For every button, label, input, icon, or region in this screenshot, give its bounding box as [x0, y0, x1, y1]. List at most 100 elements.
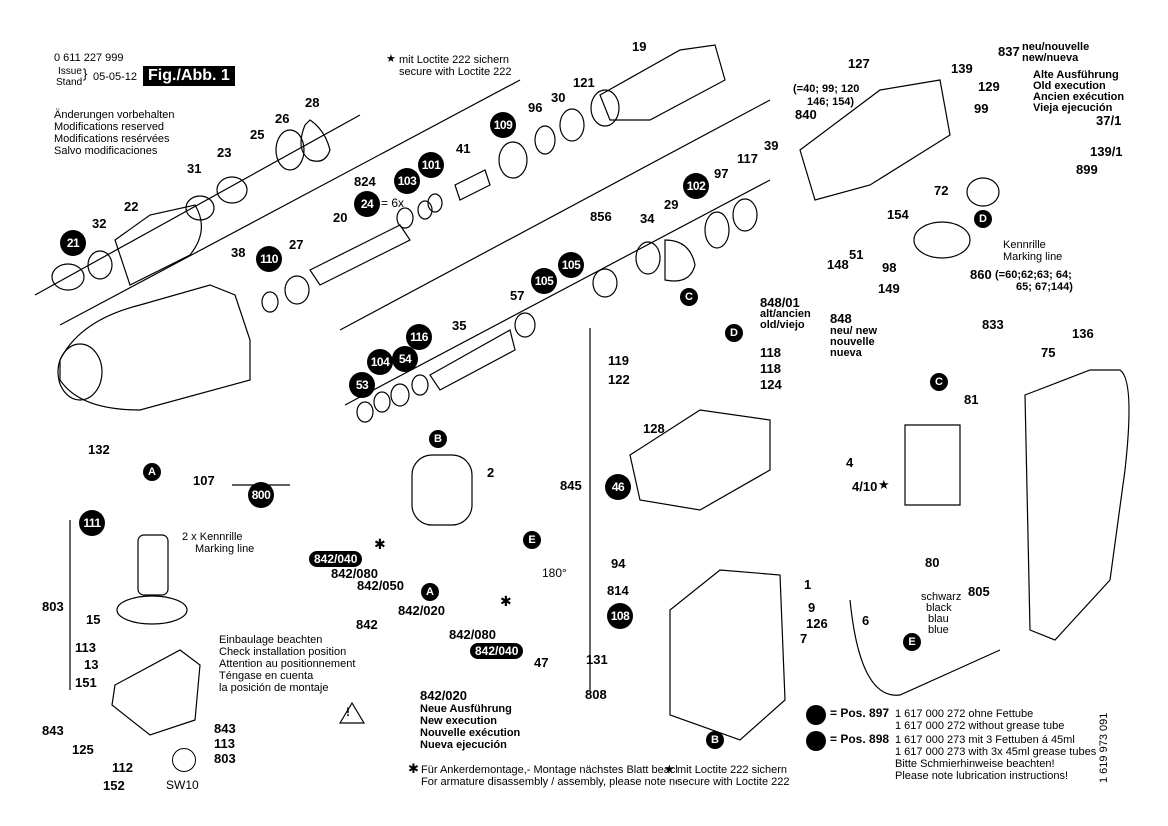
part-label-94[interactable]: 94 [611, 556, 626, 571]
part-label-9[interactable]: 9 [808, 600, 816, 615]
part-label-25[interactable]: 25 [250, 127, 265, 142]
part-label-121[interactable]: 121 [573, 75, 595, 90]
part-label-808[interactable]: 808 [585, 687, 607, 702]
part-label-57[interactable]: 57 [510, 288, 525, 303]
part-label-39[interactable]: 39 [764, 138, 779, 153]
part-label-19[interactable]: 19 [632, 39, 647, 54]
part-label-119[interactable]: 119 [608, 353, 629, 368]
part-label-154[interactable]: 154 [887, 207, 909, 222]
part-label-32[interactable]: 32 [92, 216, 107, 231]
part-label-842-050[interactable]: 842/050 [357, 578, 404, 593]
part-label-132[interactable]: 132 [88, 442, 110, 457]
part-label-814[interactable]: 814 [607, 583, 629, 598]
part-label-27[interactable]: 27 [289, 237, 304, 252]
part-label-34[interactable]: 34 [640, 211, 655, 226]
part-label-96[interactable]: 96 [528, 100, 543, 115]
part-label-98[interactable]: 98 [882, 260, 897, 275]
part-badge-53[interactable]: 53 [349, 372, 375, 398]
part-label-842[interactable]: 842 [356, 617, 378, 632]
part-label-15[interactable]: 15 [86, 612, 101, 627]
part-label-842-080-a[interactable]: 842/080 [331, 566, 378, 581]
part-label-113-inset[interactable]: 113 [214, 736, 235, 751]
part-label-129[interactable]: 129 [978, 79, 1000, 94]
part-label-860[interactable]: 860 [970, 267, 992, 282]
part-label-118-a[interactable]: 118 [760, 345, 781, 360]
part-label-2[interactable]: 2 [487, 465, 495, 480]
part-label-124[interactable]: 124 [760, 377, 782, 392]
part-label-131[interactable]: 131 [586, 652, 608, 667]
part-label-824[interactable]: 824 [354, 174, 376, 189]
part-label-6[interactable]: 6 [862, 613, 870, 628]
part-label-4-10[interactable]: 4/10 [852, 479, 878, 494]
part-label-128[interactable]: 128 [643, 421, 665, 436]
part-label-803[interactable]: 803 [42, 599, 64, 614]
part-label-842-080-b[interactable]: 842/080 [449, 627, 496, 642]
part-label-26[interactable]: 26 [275, 111, 290, 126]
part-label-856[interactable]: 856 [590, 209, 612, 224]
part-label-23[interactable]: 23 [217, 145, 232, 160]
part-label-848[interactable]: 848 [830, 311, 852, 326]
part-badge-110[interactable]: 110 [256, 246, 282, 272]
part-label-837[interactable]: 837 [998, 44, 1020, 59]
part-badge-842-040-b[interactable]: 842/040 [470, 643, 524, 659]
part-label-47[interactable]: 47 [534, 655, 549, 670]
part-label-842-020[interactable]: 842/020 [398, 603, 445, 618]
part-label-80[interactable]: 80 [925, 555, 940, 570]
part-label-139-1[interactable]: 139/1 [1090, 144, 1123, 159]
part-label-51[interactable]: 51 [849, 247, 864, 262]
part-label-118-b[interactable]: 118 [760, 361, 781, 376]
part-badge-109[interactable]: 109 [490, 112, 516, 138]
part-label-848-01[interactable]: 848/01 [760, 295, 800, 310]
part-label-72[interactable]: 72 [934, 183, 949, 198]
part-label-4[interactable]: 4 [846, 455, 854, 470]
part-label-99[interactable]: 99 [974, 101, 989, 116]
part-badge-105-b[interactable]: 105 [531, 268, 557, 294]
part-badge-103[interactable]: 103 [394, 168, 420, 194]
part-badge-116[interactable]: 116 [406, 324, 432, 350]
part-label-845[interactable]: 845 [560, 478, 582, 493]
part-badge-111[interactable]: 111 [79, 510, 105, 536]
part-label-97[interactable]: 97 [714, 166, 729, 181]
part-label-840[interactable]: 840 [795, 107, 817, 122]
part-badge-105-a[interactable]: 105 [558, 252, 584, 278]
part-label-139[interactable]: 139 [951, 61, 973, 76]
part-label-843[interactable]: 843 [42, 723, 64, 738]
part-badge-842-040-a[interactable]: 842/040 [309, 551, 363, 567]
part-label-29[interactable]: 29 [664, 197, 679, 212]
part-label-112[interactable]: 112 [112, 760, 133, 775]
part-label-842-020-new[interactable]: 842/020 [420, 688, 467, 703]
part-label-805[interactable]: 805 [968, 584, 990, 599]
part-label-13[interactable]: 13 [84, 657, 99, 672]
part-label-803-inset[interactable]: 803 [214, 751, 236, 766]
part-badge-102[interactable]: 102 [683, 173, 709, 199]
part-badge-24[interactable]: 24 [354, 191, 380, 217]
part-label-35[interactable]: 35 [452, 318, 467, 333]
part-label-136[interactable]: 136 [1072, 326, 1094, 341]
part-label-30[interactable]: 30 [551, 90, 566, 105]
part-label-28[interactable]: 28 [305, 95, 320, 110]
part-label-125[interactable]: 125 [72, 742, 94, 757]
part-label-149[interactable]: 149 [878, 281, 900, 296]
part-label-81[interactable]: 81 [964, 392, 979, 407]
part-badge-101[interactable]: 101 [418, 152, 444, 178]
part-label-31[interactable]: 31 [187, 161, 202, 176]
part-label-37-1[interactable]: 37/1 [1096, 113, 1122, 128]
part-label-843-inset[interactable]: 843 [214, 721, 236, 736]
part-label-107[interactable]: 107 [193, 473, 215, 488]
part-badge-104[interactable]: 104 [367, 349, 393, 375]
part-label-113[interactable]: 113 [75, 640, 96, 655]
part-badge-46[interactable]: 46 [605, 474, 631, 500]
part-label-148[interactable]: 148 [827, 257, 849, 272]
part-label-38[interactable]: 38 [231, 245, 246, 260]
part-label-41[interactable]: 41 [456, 141, 471, 156]
part-label-126[interactable]: 126 [806, 616, 828, 631]
part-badge-54[interactable]: 54 [392, 346, 418, 372]
part-label-1[interactable]: 1 [804, 577, 812, 592]
part-label-20[interactable]: 20 [333, 210, 348, 225]
part-label-22[interactable]: 22 [124, 199, 139, 214]
part-label-117[interactable]: 117 [737, 151, 758, 166]
part-label-833[interactable]: 833 [982, 317, 1004, 332]
part-badge-800[interactable]: 800 [248, 482, 274, 508]
part-label-7[interactable]: 7 [800, 631, 808, 646]
part-label-151[interactable]: 151 [75, 675, 97, 690]
